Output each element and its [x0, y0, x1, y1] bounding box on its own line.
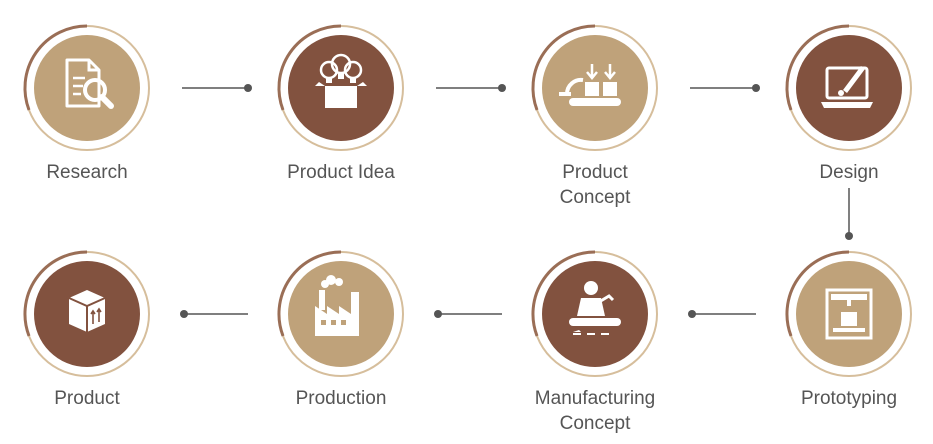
step-label: Design: [819, 162, 879, 183]
step-badge: [785, 24, 912, 151]
connector-concept-to-design: [690, 84, 760, 92]
step-badge: [277, 250, 404, 377]
connector-manufacturing-to-production: [434, 310, 502, 318]
document-magnifier-icon: [65, 58, 114, 109]
connector-prototyping-to-manufacturing: [688, 310, 756, 318]
step-badge: [531, 24, 658, 151]
step-label: Production: [295, 388, 387, 409]
factory-icon: [315, 275, 359, 336]
laptop-brush-icon: [821, 66, 873, 108]
step-label: Product Idea: [287, 162, 395, 183]
connector-design-to-prototyping: [845, 188, 853, 240]
assembly-worker-icon: [569, 281, 621, 335]
step-prototyping: Prototyping: [759, 248, 933, 411]
package-icon: [68, 290, 106, 332]
step-production: Production: [251, 248, 431, 411]
step-research: Research: [0, 22, 177, 185]
connector-production-to-product: [180, 310, 248, 318]
step-product-idea: Product Idea: [251, 22, 431, 185]
3d-printer-icon: [825, 288, 873, 340]
badge-ring-accent: [23, 24, 88, 111]
badge-ring-accent: [531, 250, 596, 337]
step-badge: [23, 250, 150, 377]
connector-research-to-idea: [182, 84, 252, 92]
conveyor-boxes-icon: [559, 64, 621, 106]
step-design: Design: [759, 22, 933, 185]
lightbulbs-box-icon: [315, 53, 367, 108]
step-badge: [785, 250, 912, 377]
badge-ring-accent: [23, 250, 88, 337]
badge-ring-accent: [531, 24, 596, 111]
step-badge: [277, 24, 404, 151]
badge-ring-accent: [785, 250, 850, 337]
badge-ring-accent: [785, 24, 850, 111]
step-product: Product: [0, 248, 177, 411]
step-label: Prototyping: [800, 388, 898, 409]
step-label: Research: [46, 162, 128, 183]
badge-ring-accent: [277, 250, 342, 337]
badge-ring-accent: [277, 24, 342, 111]
step-badge: [531, 250, 658, 377]
connector-idea-to-concept: [436, 84, 506, 92]
step-label: Product: [54, 388, 120, 409]
step-badge: [23, 24, 150, 151]
